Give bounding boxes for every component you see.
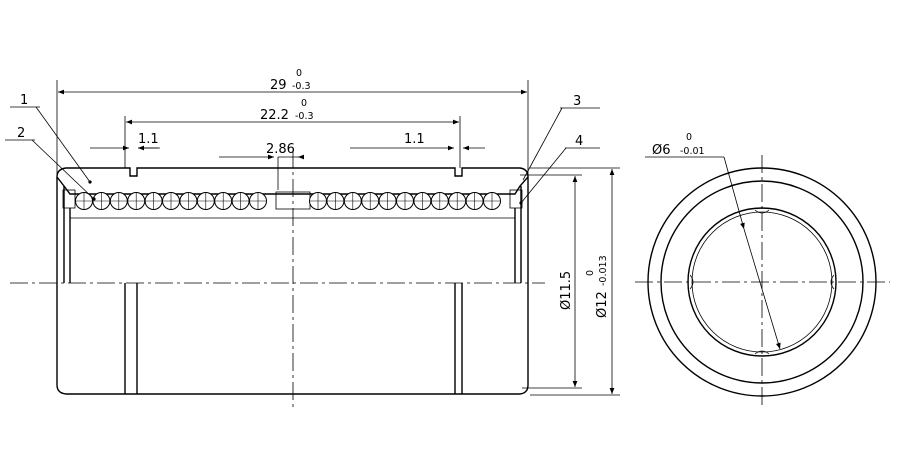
- ball-crosshair: [431, 192, 449, 210]
- ball-crosshair: [232, 192, 250, 210]
- svg-text:2.86: 2.86: [266, 142, 295, 157]
- ball-crosshair: [379, 192, 397, 210]
- ball-row: [75, 192, 501, 210]
- ball-crosshair: [214, 192, 232, 210]
- balloon-1: 1: [10, 93, 92, 184]
- dim-length-value: 29: [270, 78, 287, 93]
- dimension-groove-left: 1.1: [90, 132, 160, 151]
- sleeve-section: [56, 167, 529, 195]
- ball-crosshair: [145, 192, 163, 210]
- ball-crosshair: [162, 192, 180, 210]
- svg-text:1.1: 1.1: [404, 132, 425, 147]
- svg-text:3: 3: [573, 94, 581, 109]
- dimension-outer-dia: Ø12 0 -0.013: [530, 167, 620, 396]
- dim-span-lower: -0.3: [295, 111, 314, 122]
- ball-crosshair: [396, 192, 414, 210]
- svg-text:-0.013: -0.013: [598, 255, 609, 286]
- ball-crosshair: [466, 192, 484, 210]
- ball-crosshair: [92, 192, 110, 210]
- dimension-groove-right: 1.1: [350, 132, 485, 151]
- ball-crosshair: [309, 192, 327, 210]
- dimension-length: 29 0 -0.3: [56, 68, 529, 175]
- svg-text:Ø11.5: Ø11.5: [559, 271, 574, 310]
- svg-text:Ø6: Ø6: [652, 143, 671, 158]
- dimension-bore-dia: Ø6 0 -0.01: [652, 132, 705, 158]
- dim-length-upper: 0: [296, 68, 302, 79]
- side-view: [10, 150, 545, 410]
- dim-span-value: 22.2: [260, 108, 289, 123]
- seal-left: [62, 189, 76, 209]
- ball-crosshair: [197, 192, 215, 210]
- dim-span-upper: 0: [301, 98, 307, 109]
- ball-crosshair: [413, 192, 431, 210]
- svg-text:2: 2: [17, 126, 25, 141]
- balloon-3: 3: [522, 94, 600, 181]
- svg-text:0: 0: [686, 132, 692, 143]
- dimension-groove-span: 22.2 0 -0.3: [124, 98, 461, 168]
- dim-length-lower: -0.3: [292, 81, 311, 92]
- balloon-2: 2: [5, 126, 96, 201]
- ball-crosshair: [179, 192, 197, 210]
- ball-crosshair: [326, 192, 344, 210]
- dimension-center-gap: 2.86: [219, 142, 304, 190]
- svg-text:1: 1: [20, 93, 28, 108]
- end-view: Ø6 0 -0.01: [635, 132, 890, 408]
- svg-text:1.1: 1.1: [138, 132, 159, 147]
- seal-right: [509, 189, 523, 209]
- ball-crosshair: [483, 192, 501, 210]
- balloon-4: 4: [519, 134, 600, 205]
- ball-crosshair: [249, 192, 267, 210]
- svg-text:4: 4: [575, 134, 583, 149]
- ball-crosshair: [361, 192, 379, 210]
- ball-crosshair: [110, 192, 128, 210]
- dimension-groove-dia: Ø11.5: [520, 174, 582, 389]
- ball-crosshair: [448, 192, 466, 210]
- svg-text:0: 0: [585, 270, 596, 276]
- ball-crosshair: [127, 192, 145, 210]
- svg-text:-0.01: -0.01: [680, 146, 705, 157]
- svg-text:Ø12: Ø12: [595, 291, 610, 318]
- ball-crosshair: [344, 192, 362, 210]
- ball-crosshair: [75, 192, 93, 210]
